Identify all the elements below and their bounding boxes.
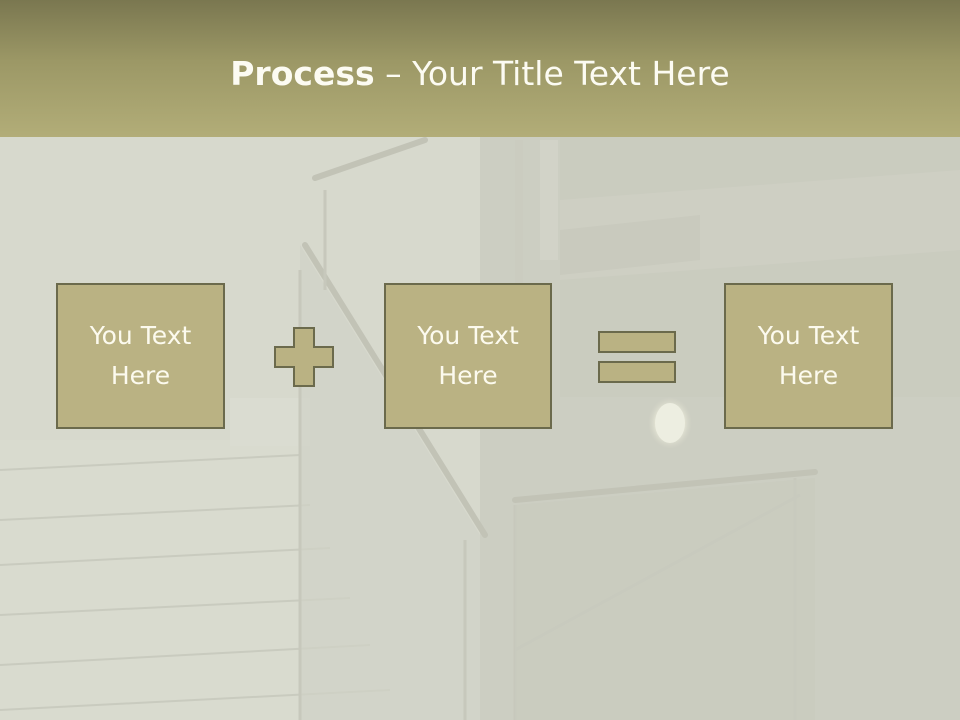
process-box-1-label: You Text Here	[89, 321, 192, 390]
slide-title: Process – Your Title Text Here	[0, 52, 960, 96]
process-box-2[interactable]: You Text Here	[384, 283, 552, 429]
plus-icon	[274, 327, 334, 387]
title-bar: Process – Your Title Text Here	[0, 0, 960, 137]
process-box-3[interactable]: You Text Here	[724, 283, 893, 429]
process-box-3-label: You Text Here	[757, 321, 860, 390]
title-rest: – Your Title Text Here	[374, 54, 730, 93]
process-box-1[interactable]: You Text Here	[56, 283, 225, 429]
title-bold: Process	[230, 54, 375, 93]
equals-icon	[598, 331, 676, 383]
process-box-2-label: You Text Here	[417, 321, 519, 390]
